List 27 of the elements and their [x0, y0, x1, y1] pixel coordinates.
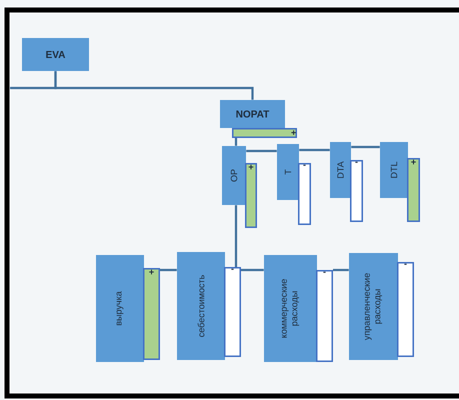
connector-line	[246, 150, 277, 152]
connector-line	[299, 148, 330, 152]
sign-bar: +	[407, 158, 420, 222]
process-box: коммерческие расходы	[264, 255, 317, 362]
sign-bar: -	[316, 270, 333, 362]
process-box: DTL	[380, 142, 408, 198]
sign-bar: -	[224, 267, 241, 357]
sign-bar: -	[298, 163, 311, 225]
process-box: T	[277, 144, 299, 200]
connector-line	[54, 71, 254, 100]
sign-bar: -	[350, 160, 363, 222]
connector-line	[351, 146, 380, 148]
sign-bar: +	[245, 163, 257, 228]
process-box: NOPAT	[220, 100, 285, 128]
connector-line	[333, 268, 349, 272]
process-box: выручка	[96, 255, 144, 362]
connector-line	[234, 205, 238, 267]
sign-bar: +	[143, 268, 160, 360]
connector-line	[241, 268, 264, 272]
process-box: управленческие расходы	[349, 253, 398, 360]
process-box: DTA	[330, 142, 351, 198]
process-box: EVA	[22, 38, 89, 71]
process-box: OP	[222, 146, 246, 205]
process-box: себестоимость	[177, 252, 225, 360]
connector-line	[234, 138, 238, 146]
connector-line	[160, 268, 177, 272]
sign-bar: -	[397, 262, 414, 357]
